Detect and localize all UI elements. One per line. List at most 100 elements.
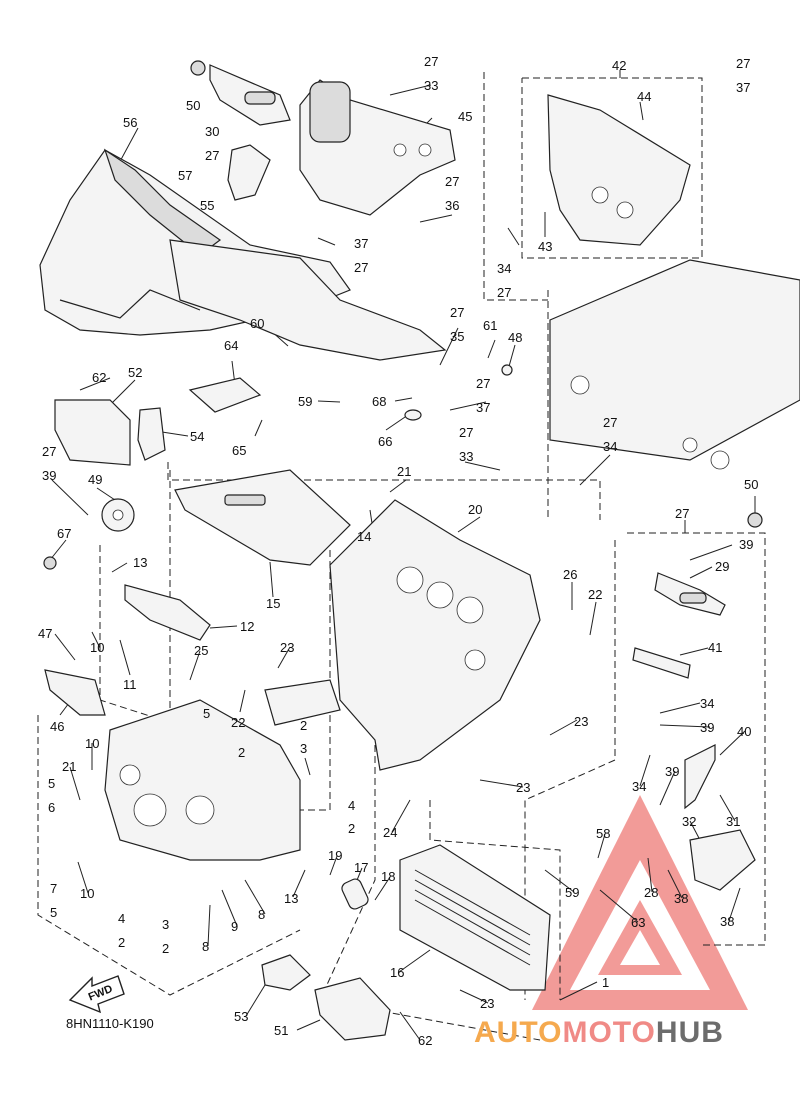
callout-22: 22: [231, 715, 245, 730]
callout-34: 34: [632, 779, 646, 794]
callout-24: 24: [383, 825, 397, 840]
callout-9: 9: [231, 919, 238, 934]
callout-27: 27: [205, 148, 219, 163]
callout-32: 32: [682, 814, 696, 829]
callout-38: 38: [720, 914, 734, 929]
frame-main: [264, 499, 541, 771]
callout-4: 4: [348, 798, 355, 813]
callout-54: 54: [190, 429, 204, 444]
callout-66: 66: [378, 434, 392, 449]
callout-41: 41: [708, 640, 722, 655]
plate-64: [188, 377, 262, 413]
bracket-30: [209, 64, 291, 126]
callout-55: 55: [200, 198, 214, 213]
callout-61: 61: [483, 318, 497, 333]
callout-34: 34: [497, 261, 511, 276]
bracket-29: [654, 572, 726, 616]
bracket-12: [124, 584, 211, 641]
callout-19: 19: [328, 848, 342, 863]
watermark-auto: AUTO: [474, 1016, 563, 1049]
callout-64: 64: [224, 338, 238, 353]
callout-27: 27: [497, 285, 511, 300]
watermark-text: AUTOMOTOHUB: [474, 1016, 724, 1050]
callout-10: 10: [85, 736, 99, 751]
callout-27: 27: [42, 444, 56, 459]
bracket-42: [547, 94, 691, 246]
callout-10: 10: [80, 886, 94, 901]
callout-20: 20: [468, 502, 482, 517]
callout-29: 29: [715, 559, 729, 574]
callout-52: 52: [128, 365, 142, 380]
callout-27: 27: [445, 174, 459, 189]
callout-49: 49: [88, 472, 102, 487]
callout-33: 33: [459, 449, 473, 464]
callout-27: 27: [459, 425, 473, 440]
callout-13: 13: [133, 555, 147, 570]
callout-36: 36: [445, 198, 459, 213]
callout-10: 10: [90, 640, 104, 655]
callout-23: 23: [516, 780, 530, 795]
callout-37: 37: [476, 400, 490, 415]
bushing-66: [404, 409, 422, 421]
callout-2: 2: [348, 821, 355, 836]
bracket-40: [684, 744, 716, 810]
callout-27: 27: [736, 56, 750, 71]
rear-plate-49: [101, 498, 135, 532]
callout-31: 31: [726, 814, 740, 829]
callout-3: 3: [300, 741, 307, 756]
callout-53: 53: [234, 1009, 248, 1024]
strip-41: [632, 647, 691, 679]
callout-65: 65: [232, 443, 246, 458]
callout-14: 14: [357, 529, 371, 544]
callout-40: 40: [737, 724, 751, 739]
case-52: [54, 399, 131, 466]
callout-59: 59: [298, 394, 312, 409]
callout-2: 2: [162, 941, 169, 956]
bracket-55: [169, 239, 447, 361]
callout-68: 68: [372, 394, 386, 409]
bracket-46: [44, 669, 106, 716]
callout-17: 17: [354, 860, 368, 875]
callout-12: 12: [240, 619, 254, 634]
callout-50: 50: [186, 98, 200, 113]
callout-43: 43: [538, 239, 552, 254]
callout-6: 6: [48, 800, 55, 815]
watermark-triangle-icon: [532, 795, 748, 1010]
callout-4: 4: [118, 911, 125, 926]
callout-27: 27: [424, 54, 438, 69]
callout-27: 27: [450, 305, 464, 320]
callout-39: 39: [700, 720, 714, 735]
callout-28: 28: [644, 885, 658, 900]
watermark-hub: HUB: [655, 1016, 724, 1049]
callout-27: 27: [603, 415, 617, 430]
callout-labels: 27 33 50 30 27 45 42 27 37 44 56 57 27 3…: [38, 54, 758, 1048]
callout-37: 37: [736, 80, 750, 95]
callout-39: 39: [665, 764, 679, 779]
callout-18: 18: [381, 869, 395, 884]
callout-25: 25: [194, 643, 208, 658]
callout-7: 7: [50, 881, 57, 896]
callout-2: 2: [300, 718, 307, 733]
diagram-code: 8HN1110-K190: [66, 1016, 154, 1031]
callout-63: 63: [631, 915, 645, 930]
callout-45: 45: [458, 109, 472, 124]
callout-21: 21: [397, 464, 411, 479]
callout-50: 50: [744, 477, 758, 492]
callout-2: 2: [118, 935, 125, 950]
cap-50: [43, 60, 763, 570]
callout-30: 30: [205, 124, 219, 139]
callout-16: 16: [390, 965, 404, 980]
callout-23: 23: [480, 996, 494, 1011]
callout-22: 22: [588, 587, 602, 602]
callout-5: 5: [48, 776, 55, 791]
washer-48: [501, 364, 513, 376]
callout-46: 46: [50, 719, 64, 734]
guard-32: [689, 829, 756, 891]
callout-47: 47: [38, 626, 52, 641]
lower-frame: [104, 699, 301, 861]
callout-39: 39: [739, 537, 753, 552]
callout-35: 35: [450, 329, 464, 344]
callout-8: 8: [202, 939, 209, 954]
fwd-arrow-icon: FWD: [68, 975, 125, 1014]
